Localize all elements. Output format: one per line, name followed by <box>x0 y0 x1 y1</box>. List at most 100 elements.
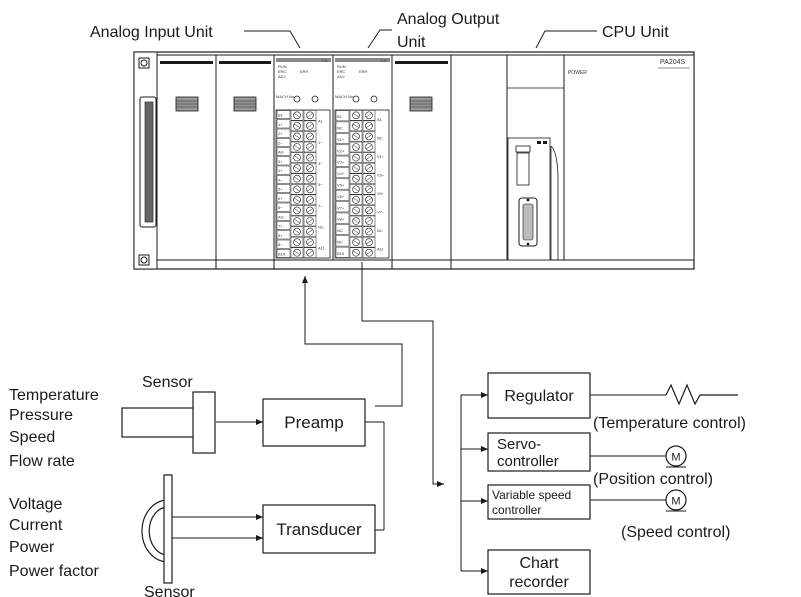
position-control-label: (Position control) <box>593 471 713 488</box>
ai-terminal-label-right: A11 <box>318 246 326 251</box>
ao-terminal-label-right: V1− <box>377 154 385 159</box>
ao-terminal-label: V6+ <box>337 194 345 199</box>
input-quantity-speed: Speed <box>9 429 55 446</box>
ao-terminal-label-right: NC <box>377 136 383 141</box>
svg-text:ADJ: ADJ <box>337 74 345 79</box>
svg-text:CS: CS <box>381 58 387 63</box>
svg-text:M: M <box>671 496 680 508</box>
ai-terminal-label-right: A1 <box>318 119 324 124</box>
ai-terminal-label: 6− <box>278 205 283 210</box>
svg-text:ERC: ERC <box>337 69 346 74</box>
variable-speed-label-line1: Variable speed <box>492 488 571 502</box>
analog-output-callout-line <box>367 29 392 49</box>
transducer-label: Transducer <box>276 520 362 539</box>
ai-terminal-label: 7+ <box>278 224 283 229</box>
ao-terminal-label: V8+ <box>337 217 345 222</box>
sensor-bottom-label: Sensor <box>144 584 195 597</box>
analog-output-unit-label-line2: Unit <box>397 34 426 51</box>
svg-text:RUN: RUN <box>337 64 346 69</box>
regulator-label: Regulator <box>504 388 574 405</box>
ao-terminal-label: NC <box>337 228 343 233</box>
ao-terminal-label-right: V3− <box>377 173 385 178</box>
chart-recorder-box <box>487 549 591 595</box>
empty-slot-5 <box>391 54 452 261</box>
cpu-unit-label: CPU Unit <box>602 24 669 41</box>
ao-mach-no-label: MACH No. <box>335 94 354 99</box>
ao-terminal-label: V7+ <box>337 205 345 210</box>
analog-input-terminal-block: MACH No.B11+2+2−AG3+4+4−5+6+6−AG7+8+8−B1… <box>275 94 331 259</box>
signal-wiring <box>167 262 488 574</box>
power-label: POWER <box>568 70 587 76</box>
sensor-probe <box>121 391 216 454</box>
ai-mach-no-label: MACH No. <box>276 94 295 99</box>
ai-terminal-label: 8+ <box>278 233 283 238</box>
ao-terminal-label: B10 <box>337 251 345 256</box>
power-supply-model: PA204S <box>660 59 685 66</box>
variable-speed-controller-box <box>487 484 591 520</box>
resistor-heater-icon <box>665 383 738 406</box>
ao-terminal-label: V3+ <box>337 160 345 165</box>
ai-terminal-label: 3+ <box>278 159 283 164</box>
servo-controller-label-line1: Servo- <box>497 436 541 453</box>
power-supply-unit <box>563 54 695 261</box>
ao-terminal-label: NC <box>337 239 343 244</box>
svg-text:CS: CS <box>322 58 328 63</box>
ao-terminal-label: V2+ <box>337 148 345 153</box>
ai-terminal-label-right: 7− <box>318 203 323 208</box>
ai-terminal-label: B10 <box>278 251 286 256</box>
ai-terminal-label: 1+ <box>278 122 283 127</box>
empty-slot-1 <box>156 54 217 261</box>
input-quantity-flow-rate: Flow rate <box>9 453 75 470</box>
ai-terminal-label: 8− <box>278 242 283 247</box>
servo-controller-label-line2: controller <box>497 453 559 470</box>
output-signal-wire <box>361 262 444 487</box>
input-quantity-temperature: Temperature <box>9 387 99 404</box>
analog-output-terminal-block: MACH No.B1NCV1+V2+V3+V4+V5+V6+V7+V8+NCNC… <box>334 94 390 259</box>
ai-terminal-label: 5+ <box>278 187 283 192</box>
sensor-top-label: Sensor <box>142 374 193 391</box>
plc-rack: CS RUN ERC ADJ ERH MACH No.B11+2+2−AG3+4… <box>133 51 695 270</box>
ao-terminal-label: V4+ <box>337 171 345 176</box>
preamp-label: Preamp <box>284 413 344 432</box>
svg-text:ERC: ERC <box>278 69 287 74</box>
speed-control-label: (Speed control) <box>621 524 730 541</box>
ao-terminal-label: V1+ <box>337 137 345 142</box>
analog-input-unit-label: Analog Input Unit <box>90 24 213 41</box>
ai-terminal-label: 2− <box>278 140 283 145</box>
ao-terminal-label-right: A11 <box>377 247 385 252</box>
ai-terminal-label: 4+ <box>278 168 283 173</box>
input-quantity-voltage: Voltage <box>9 496 62 513</box>
ai-terminal-label: 4− <box>278 177 283 182</box>
svg-text:RUN: RUN <box>278 64 287 69</box>
ai-terminal-label: 6+ <box>278 196 283 201</box>
ai-terminal-label-right: 5− <box>318 182 323 187</box>
cpu-callout-line <box>535 30 597 49</box>
analog-input-callout-line <box>244 30 301 49</box>
ao-terminal-label-right: A1 <box>377 117 383 122</box>
ai-terminal-label-right: 3− <box>318 161 323 166</box>
servo-controller-box <box>487 432 591 472</box>
ao-terminal-label-right: V7− <box>377 210 385 215</box>
ai-terminal-label-right: 1− <box>318 140 323 145</box>
ai-terminal-label: AG <box>278 214 284 219</box>
ao-terminal-label-right: V5− <box>377 191 385 196</box>
analog-output-unit-label-line1: Analog Output <box>397 11 500 28</box>
ai-terminal-label: 2+ <box>278 131 283 136</box>
ao-terminal-label: NC <box>337 126 343 131</box>
input-signal-wire <box>302 276 403 407</box>
empty-slot-6 <box>450 54 508 261</box>
clamp-sensor <box>141 474 173 584</box>
variable-speed-label-line2: controller <box>492 503 541 517</box>
chart-recorder-label-line1: Chart <box>519 555 559 572</box>
chart-recorder-label-line2: recorder <box>509 574 569 591</box>
input-quantity-current: Current <box>9 517 63 534</box>
ao-terminal-label: B1 <box>337 114 343 119</box>
svg-text:ADJ: ADJ <box>278 74 286 79</box>
ai-terminal-label: B1 <box>278 113 284 118</box>
regulator-box <box>487 372 591 419</box>
input-quantity-power-factor: Power factor <box>9 563 99 580</box>
ai-terminal-label-right: NC <box>318 224 324 229</box>
input-quantity-pressure: Pressure <box>9 407 73 424</box>
